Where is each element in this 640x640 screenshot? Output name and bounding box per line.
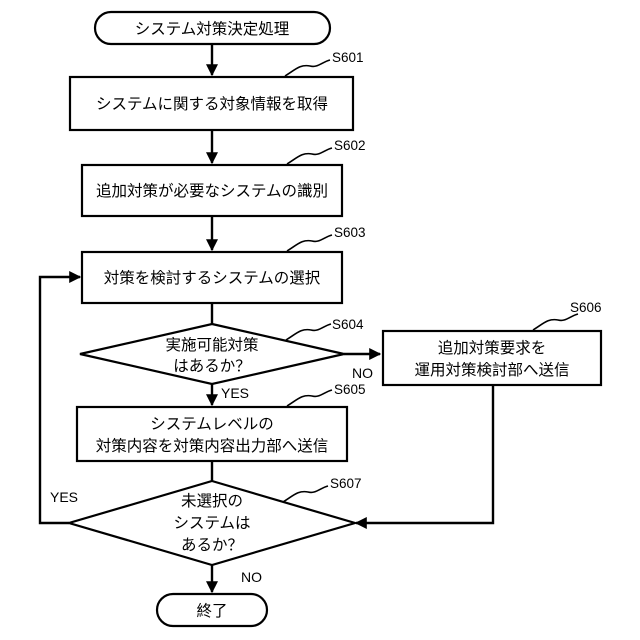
s604-no-label: NO: [352, 365, 373, 381]
s607-no-label: NO: [241, 569, 262, 585]
s607-yes-label: YES: [50, 489, 78, 505]
s601-leader-curve: [285, 60, 330, 76]
s601-step-id: S601: [332, 50, 364, 65]
s602-label: 追加対策が必要なシステムの識別: [96, 182, 328, 200]
s606-leader-curve: [533, 314, 578, 330]
s606-step-id: S606: [570, 300, 602, 315]
start-label: システム対策決定処理: [135, 20, 290, 38]
s604-label-line-2: はあるか？: [173, 357, 251, 375]
s605-leader-curve: [287, 390, 332, 406]
s607-label-line-3: あるか？: [181, 536, 243, 554]
node-start: システム対策決定処理: [95, 12, 330, 44]
s602-step-id: S602: [334, 138, 366, 153]
node-s605: システムレベルの 対策内容を対策内容出力部へ送信: [77, 407, 347, 461]
edge-s606-to-s607: [356, 385, 493, 523]
node-s603: 対策を検討するシステムの選択: [82, 252, 342, 303]
end-label: 終了: [196, 602, 227, 620]
s607-label-line-2: システムは: [173, 514, 250, 532]
s607-leader-curve: [283, 486, 328, 502]
s604-step-id: S604: [332, 317, 364, 332]
node-s604: 実施可能対策 はあるか？: [80, 324, 344, 384]
s604-label-line-1: 実施可能対策: [165, 336, 258, 354]
s604-decision-diamond: [80, 324, 344, 384]
s605-label-line-2: 対策内容を対策内容出力部へ送信: [96, 437, 329, 455]
s603-step-id: S603: [334, 225, 366, 240]
s604-leader-curve: [286, 324, 331, 340]
s603-leader-curve: [287, 235, 332, 251]
node-s606: 追加対策要求を 運用対策検討部へ送信: [383, 331, 601, 385]
s602-leader-curve: [287, 148, 332, 164]
s603-label: 対策を検討するシステムの選択: [104, 269, 321, 287]
s607-step-id: S607: [330, 476, 362, 491]
s601-label: システムに関する対象情報を取得: [96, 95, 328, 113]
node-s601: システムに関する対象情報を取得: [70, 77, 353, 130]
s606-label-line-2: 運用対策検討部へ送信: [414, 361, 569, 379]
node-s607: 未選択の システムは あるか？: [69, 481, 355, 565]
edge-s607-loop-to-s603: [40, 277, 80, 523]
s605-label-line-1: システムレベルの: [150, 415, 274, 433]
s607-label-line-1: 未選択の: [181, 492, 243, 510]
node-end: 終了: [157, 594, 267, 626]
node-s602: 追加対策が必要なシステムの識別: [82, 165, 342, 216]
s604-yes-label: YES: [221, 385, 249, 401]
s605-step-id: S605: [334, 382, 366, 397]
s606-label-line-1: 追加対策要求を: [438, 339, 547, 357]
